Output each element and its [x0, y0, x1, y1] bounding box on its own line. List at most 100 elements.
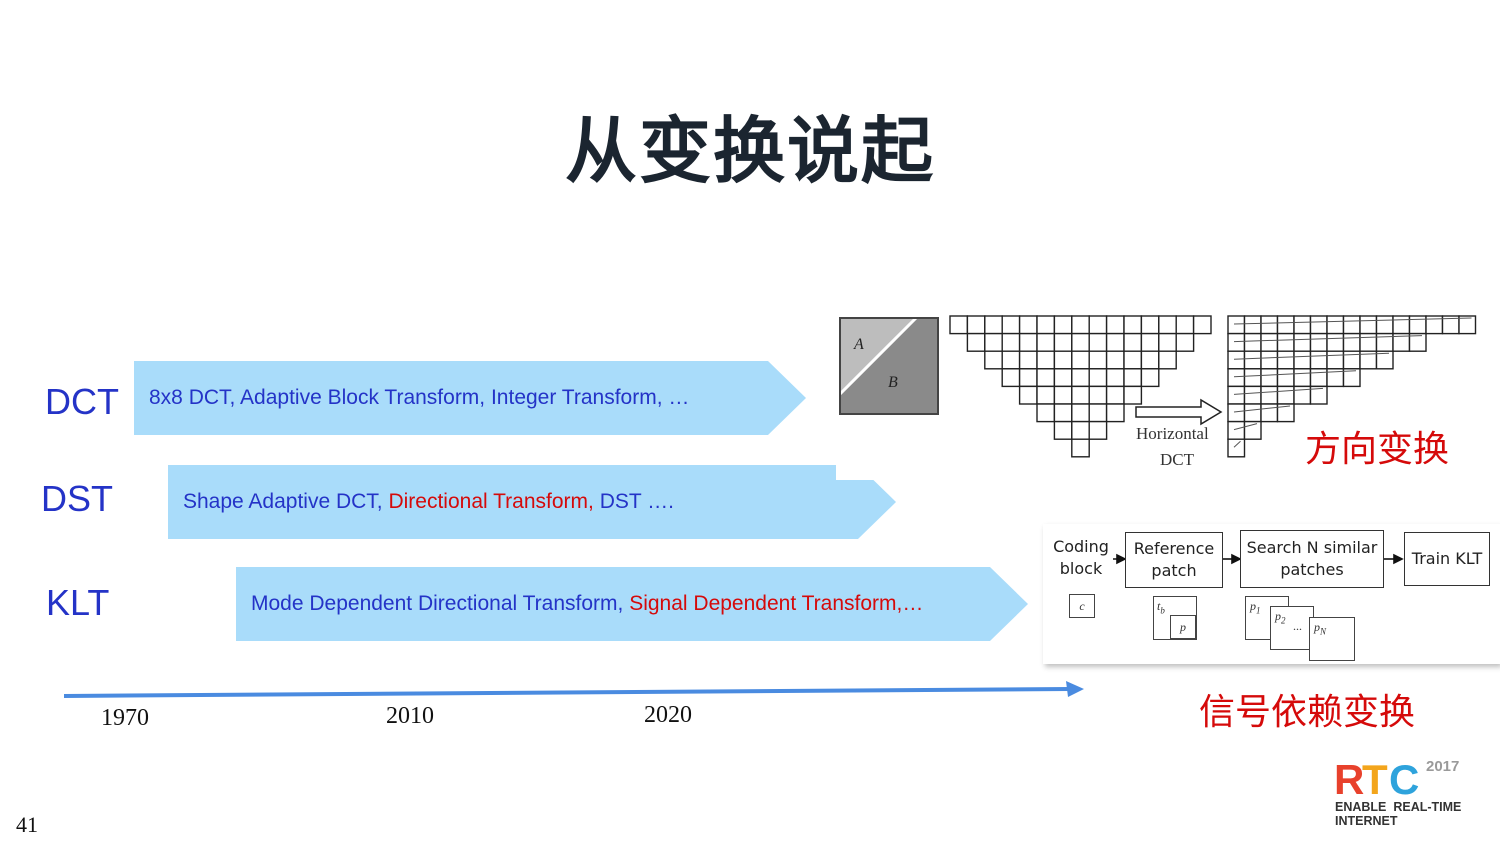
search-patches-line1: Search N similar: [1246, 538, 1378, 557]
train-klt-label: Train KLT: [1411, 549, 1483, 568]
grid-cell: [1053, 403, 1073, 423]
svg-text:C: C: [1389, 756, 1419, 798]
dst-segment-1: Shape Adaptive DCT,: [183, 490, 389, 513]
svg-text:R: R: [1334, 756, 1364, 798]
grid-cell: [1326, 315, 1345, 335]
dst-arrow: Shape Adaptive DCT, Directional Transfor…: [168, 465, 896, 539]
timeline-arrow: [63, 681, 1084, 698]
grid-cell: [1018, 332, 1038, 352]
grid-cell: [1053, 385, 1073, 405]
rtc-logo: R T C 2017 ENABLE REAL-TIME INTERNET: [1334, 756, 1484, 830]
symbol-p1-sub: 1: [1256, 605, 1261, 616]
symbol-t-sub: b: [1160, 605, 1165, 616]
directional-caption: 方向变换: [1305, 429, 1450, 470]
grid-cell: [1293, 332, 1312, 352]
grid-cell: [1276, 350, 1295, 370]
row-label-dct: DCT: [45, 381, 119, 422]
klt-segment-2: Signal Dependent Transform,…: [629, 592, 924, 615]
grid-cell: [1227, 332, 1246, 352]
grid-cell: [1276, 368, 1295, 388]
grid-cell: [1018, 368, 1038, 388]
grid-cell: [1001, 350, 1021, 370]
direction-line: [1233, 423, 1258, 431]
dct-arrow-text: 8x8 DCT, Adaptive Block Transform, Integ…: [149, 361, 689, 435]
grid-cell: [1053, 420, 1073, 440]
grid-cell: [1018, 315, 1038, 335]
year-2020: 2020: [644, 702, 692, 728]
directional-transform-graphic: [838, 315, 1477, 458]
grid-cell: [966, 315, 986, 335]
symbol-p2: p: [1275, 609, 1281, 623]
grid-cell: [1088, 385, 1108, 405]
direction-line: [1233, 370, 1357, 378]
square-label-a: A: [854, 336, 864, 353]
grid-cell: [1276, 332, 1295, 352]
grid-cell: [1105, 350, 1125, 370]
year-2010: 2010: [386, 703, 434, 729]
grid-cell: [984, 332, 1003, 352]
grid-cell: [984, 350, 1003, 370]
grid-cell: [1158, 315, 1177, 335]
reference-patch-line2: patch: [1151, 561, 1197, 580]
grid-cell: [1342, 332, 1361, 352]
grid-cell: [1105, 403, 1125, 423]
grid-cell: [1088, 420, 1108, 440]
grid-cell: [984, 315, 1003, 335]
grid-cell: [1243, 368, 1262, 388]
grid-cell: [1342, 368, 1361, 388]
reference-patch-symbol: tb p: [1153, 596, 1197, 640]
grid-cell: [1018, 385, 1038, 405]
grid-cell: [1158, 350, 1177, 370]
grid-cell: [1071, 368, 1090, 388]
grid-cell: [1071, 385, 1090, 405]
direction-line: [1233, 317, 1472, 325]
grid-cell: [1392, 315, 1411, 335]
grid-cell: [1342, 350, 1361, 370]
grid-cell: [1140, 368, 1160, 388]
grid-cell: [1309, 350, 1328, 370]
grid-cell: [1293, 315, 1312, 335]
reference-inner-p: p: [1170, 615, 1196, 639]
direction-line: [1233, 440, 1241, 448]
year-1970: 1970: [101, 705, 149, 731]
klt-segment-1: Mode Dependent Directional Transform,: [251, 592, 630, 615]
grid-cell: [1088, 350, 1108, 370]
direction-line: [1233, 405, 1291, 413]
row-label-klt: KLT: [46, 582, 110, 623]
grid-cell: [1071, 315, 1090, 335]
grid-cell: [1260, 315, 1279, 335]
grid-cell: [1071, 332, 1090, 352]
dct-arrow: 8x8 DCT, Adaptive Block Transform, Integ…: [134, 361, 806, 435]
grid-cell: [1276, 385, 1295, 405]
patch-p2: p2 ...: [1270, 606, 1314, 650]
grid-cell: [1293, 350, 1312, 370]
dct-segment-1: 8x8 DCT, Adaptive Block Transform, Integ…: [149, 386, 690, 409]
grid-cell: [1036, 403, 1056, 423]
grid-cell: [966, 332, 986, 352]
patch-dots: ...: [1293, 619, 1302, 633]
page-number: 41: [16, 812, 38, 837]
grid-cell: [1123, 350, 1143, 370]
grid-cell: [1243, 403, 1262, 423]
symbol-pn-sub: N: [1320, 626, 1327, 637]
dst-segment-3: DST ….: [599, 490, 674, 513]
grid-cell: [1227, 385, 1246, 405]
coding-block-line2: block: [1059, 559, 1103, 578]
grid-cell: [1071, 438, 1090, 458]
direction-line: [1233, 387, 1324, 395]
grid-cell: [1408, 332, 1427, 352]
grid-cell: [1071, 350, 1090, 370]
symbol-c: c: [1079, 599, 1085, 613]
grid-cell: [1053, 368, 1073, 388]
klt-arrow: Mode Dependent Directional Transform, Si…: [236, 567, 1028, 641]
grid-cell: [1243, 315, 1262, 335]
grid-cell: [1227, 350, 1246, 370]
grid-cell: [1243, 350, 1262, 370]
klt-arrow-text: Mode Dependent Directional Transform, Si…: [251, 567, 923, 641]
horizontal-dct-line1: Horizontal: [1136, 424, 1209, 443]
grid-cell: [1243, 385, 1262, 405]
reference-patch-line1: Reference: [1133, 539, 1215, 558]
